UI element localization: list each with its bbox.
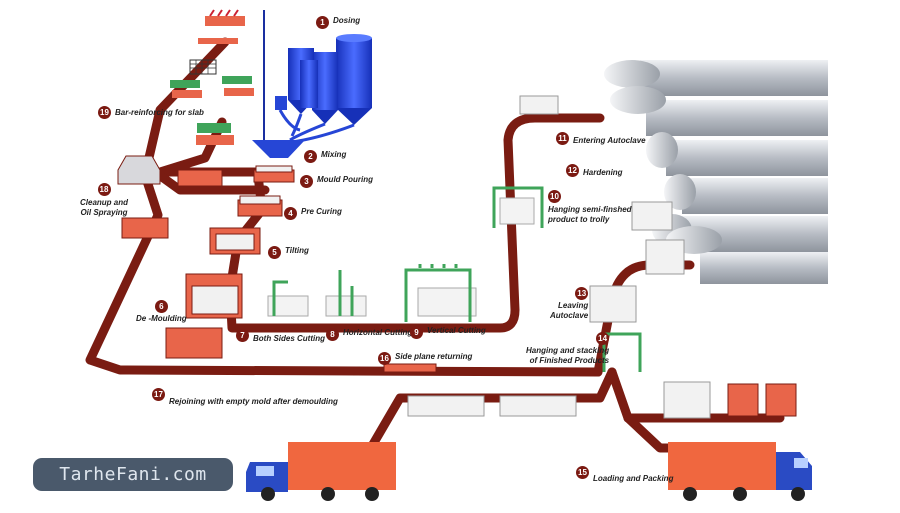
step-label: Horizontal Cutting [343, 328, 413, 337]
step-label: Hanging and stacking of Finished Product… [526, 346, 610, 365]
truck-left [246, 442, 396, 501]
step-5: 5 Tilting [268, 246, 309, 259]
step-1: 1 Dosing [316, 16, 360, 29]
step-19: 19 Bar-reinforcing for slab [98, 106, 204, 119]
step-label: De -Moulding [136, 314, 187, 323]
step-number: 15 [576, 466, 589, 479]
step-number: 5 [268, 246, 281, 259]
step-number: 2 [304, 150, 317, 163]
step-4: 4 Pre Curing [284, 207, 342, 220]
autoclaves [604, 60, 828, 284]
step-label: Dosing [333, 16, 361, 25]
step-number: 3 [300, 175, 313, 188]
molds [117, 155, 437, 373]
step-label: Tilting [285, 246, 309, 255]
step-number: 9 [410, 326, 423, 339]
step-label: Loading and Packing [593, 474, 674, 483]
step-number: 12 [566, 164, 579, 177]
step-label: Bar-reinforcing for slab [115, 108, 204, 117]
reinforcing-equipment [170, 9, 254, 145]
step-number: 13 [575, 287, 589, 300]
step-2: 2 Mixing [304, 150, 346, 163]
step-number: 19 [98, 106, 111, 119]
step-label: Mixing [321, 150, 347, 159]
step-label: Leaving Autoclave [550, 301, 589, 320]
step-number: 14 [596, 332, 610, 345]
step-number: 18 [97, 183, 111, 196]
step-label: Entering Autoclave [573, 136, 646, 145]
step-label: Hanging semi-finshed product to trolly [548, 205, 632, 224]
step-label: Cleanup and Oil Spraying [80, 198, 129, 217]
step-7: 7 Both Sides Cutting [236, 329, 325, 344]
step-number: 6 [154, 300, 168, 313]
step-number: 11 [556, 132, 569, 145]
step-label: Side plane returning [395, 352, 473, 361]
dosing-silos [252, 10, 372, 158]
step-label: Pre Curing [301, 207, 342, 216]
step-number: 16 [378, 352, 391, 365]
cutting-machines [267, 186, 642, 372]
conveyor-track [85, 37, 785, 453]
step-16: 16 Side plane returning [378, 352, 472, 365]
step-3: 3 Mould Pouring [300, 175, 373, 188]
step-9: 9 Vertical Cutting [410, 326, 486, 339]
step-8: 8 Horizontal Cutting [326, 328, 412, 341]
step-number: 17 [152, 388, 165, 401]
step-label: Vertical Cutting [427, 326, 486, 335]
product-stacks [407, 95, 797, 419]
step-label: Mould Pouring [317, 175, 373, 184]
step-12: 12 Hardening [566, 164, 623, 178]
watermark: TarheFani.com [33, 458, 233, 491]
step-label: Rejoining with empty mold after demouldi… [169, 397, 338, 406]
step-label: Both Sides Cutting [253, 334, 325, 343]
step-number: 7 [236, 329, 249, 342]
step-number: 4 [284, 207, 297, 220]
step-number: 1 [316, 16, 329, 29]
truck-right [668, 442, 812, 501]
step-11: 11 Entering Autoclave [556, 132, 646, 146]
step-label: Hardening [583, 168, 623, 177]
step-number: 10 [548, 190, 561, 203]
step-number: 8 [326, 328, 339, 341]
